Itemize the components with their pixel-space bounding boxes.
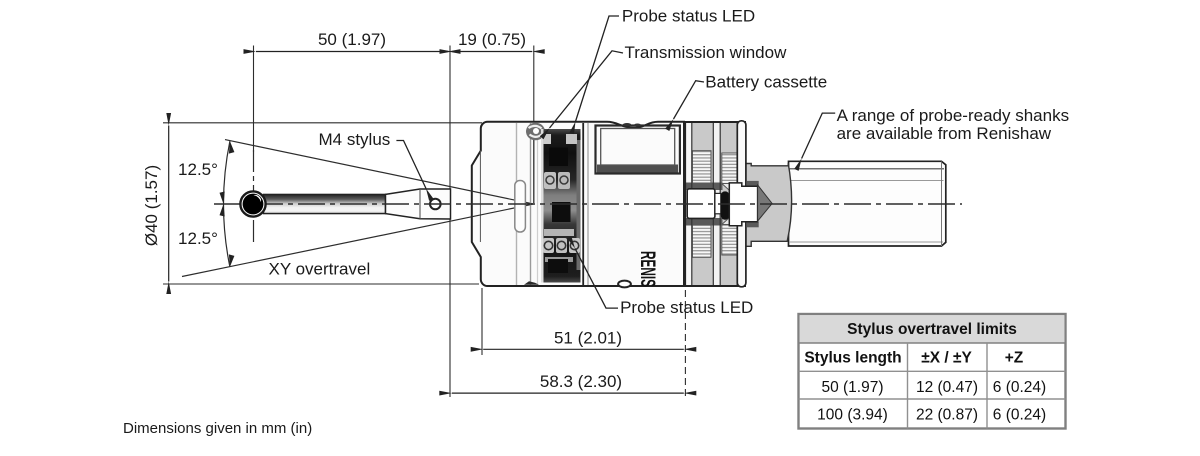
svg-text:51 (2.01): 51 (2.01) xyxy=(554,329,622,348)
svg-text:58.3 (2.30): 58.3 (2.30) xyxy=(540,372,622,391)
svg-text:6 (0.24): 6 (0.24) xyxy=(993,379,1046,396)
svg-text:19 (0.75): 19 (0.75) xyxy=(458,30,526,49)
svg-text:50 (1.97): 50 (1.97) xyxy=(821,379,883,396)
svg-text:12.5°: 12.5° xyxy=(178,160,218,179)
svg-text:12 (0.47): 12 (0.47) xyxy=(916,379,978,396)
svg-text:Probe status LED: Probe status LED xyxy=(622,6,755,25)
svg-text:Ø40 (1.57): Ø40 (1.57) xyxy=(142,165,161,246)
svg-text:±X / ±Y: ±X / ±Y xyxy=(921,350,972,367)
svg-text:100 (3.94): 100 (3.94) xyxy=(817,407,888,424)
svg-text:Probe status LED: Probe status LED xyxy=(620,298,753,317)
svg-text:Stylus length: Stylus length xyxy=(804,350,901,367)
svg-text:XY overtravel: XY overtravel xyxy=(269,260,371,279)
svg-text:A range of probe-ready shanks: A range of probe-ready shanks xyxy=(837,106,1069,125)
svg-text:Transmission window: Transmission window xyxy=(625,43,788,62)
svg-text:Battery cassette: Battery cassette xyxy=(705,72,827,91)
svg-text:Dimensions given in mm (in): Dimensions given in mm (in) xyxy=(123,420,312,437)
svg-text:50 (1.97): 50 (1.97) xyxy=(318,30,386,49)
svg-text:12.5°: 12.5° xyxy=(178,229,218,248)
svg-text:22 (0.87): 22 (0.87) xyxy=(916,407,978,424)
svg-text:+Z: +Z xyxy=(1005,350,1024,367)
svg-text:are available from Renishaw: are available from Renishaw xyxy=(837,124,1052,143)
svg-text:RENIS: RENIS xyxy=(636,251,659,287)
svg-text:6 (0.24): 6 (0.24) xyxy=(993,407,1046,424)
svg-text:Stylus overtravel limits: Stylus overtravel limits xyxy=(847,321,1017,338)
svg-text:M4 stylus: M4 stylus xyxy=(319,130,391,149)
